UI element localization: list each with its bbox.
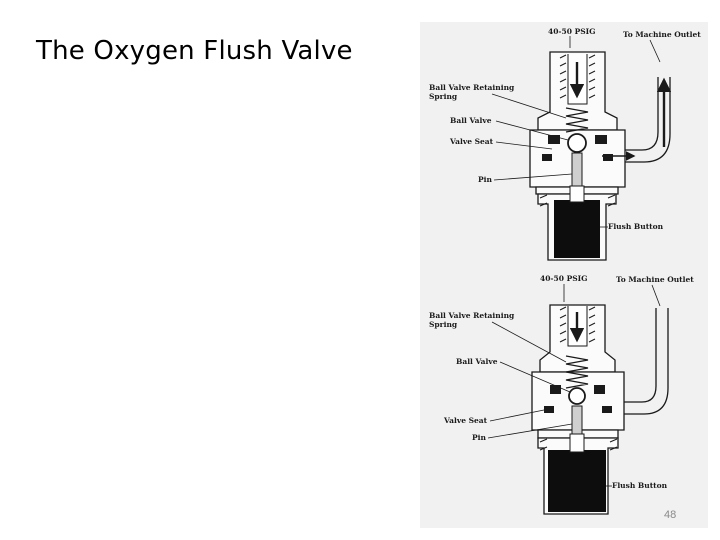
pin-label: Pin bbox=[478, 175, 492, 184]
flush-button-assembly-closed bbox=[537, 433, 619, 515]
spring-label-closed-line2: Spring bbox=[429, 320, 458, 329]
inlet-pressure-label-closed: 40-50 PSIG bbox=[540, 274, 588, 283]
ball-valve-label-closed: Ball Valve bbox=[456, 357, 498, 366]
retaining-spring bbox=[565, 107, 589, 133]
inlet-pressure-label: 40-50 PSIG bbox=[548, 27, 596, 36]
outlet-label-closed: To Machine Outlet bbox=[616, 275, 694, 284]
outlet-pipe-closed bbox=[624, 308, 669, 415]
outlet-label: To Machine Outlet bbox=[623, 30, 701, 39]
valve-seat-label: Valve Seat bbox=[449, 137, 494, 146]
oxygen-flush-valve-diagram: 40-50 PSIG To Machine Outlet Ball Valve … bbox=[420, 22, 708, 528]
valve-seat-label-closed: Valve Seat bbox=[443, 416, 488, 425]
valve-seat-closed bbox=[544, 385, 612, 413]
flush-button-assembly bbox=[537, 185, 617, 261]
valve-diagram-closed: 40-50 PSIG To Machine Outlet Ball Valve … bbox=[429, 274, 694, 515]
spring-label-closed-line1: Ball Valve Retaining bbox=[429, 311, 515, 320]
valve-diagram-open: 40-50 PSIG To Machine Outlet Ball Valve … bbox=[429, 27, 701, 261]
ball-valve-closed bbox=[568, 387, 586, 405]
flush-button-label-closed: Flush Button bbox=[612, 481, 668, 490]
outlet-pipe bbox=[602, 77, 672, 163]
spring-label-line1: Ball Valve Retaining bbox=[429, 83, 515, 92]
valve-seat bbox=[542, 135, 613, 161]
inlet-passage-closed bbox=[559, 306, 596, 347]
flush-button-label: Flush Button bbox=[608, 222, 664, 231]
pin bbox=[571, 152, 583, 190]
pin-label-closed: Pin bbox=[472, 433, 486, 442]
page-number: 48 bbox=[664, 509, 677, 521]
ball-valve bbox=[567, 133, 587, 153]
ball-valve-label: Ball Valve bbox=[450, 116, 492, 125]
pin-closed bbox=[571, 405, 583, 437]
retaining-spring-closed bbox=[565, 355, 589, 389]
slide-title: The Oxygen Flush Valve bbox=[36, 36, 353, 66]
spring-label-line2: Spring bbox=[429, 92, 458, 101]
inlet-passage bbox=[559, 54, 596, 105]
